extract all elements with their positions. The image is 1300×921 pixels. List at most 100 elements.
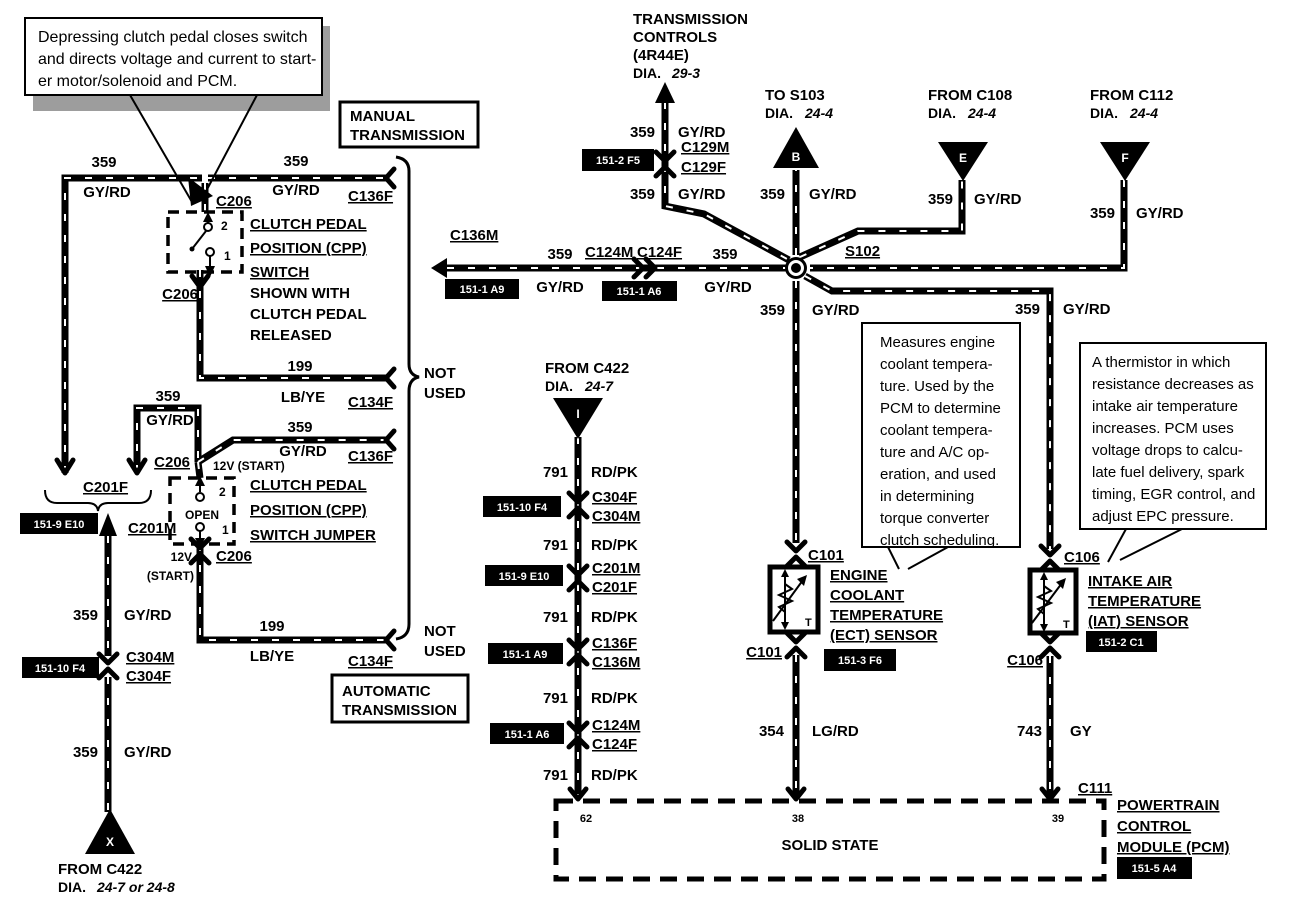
wire-color-label: GY/RD bbox=[272, 182, 320, 199]
iat-name-line: TEMPERATURE bbox=[1088, 593, 1201, 610]
triangle-x-icon bbox=[85, 809, 135, 854]
top-middle-labels: TRANSMISSION CONTROLS (4R44E) DIA. 29-3 … bbox=[630, 11, 1184, 222]
triangle-f-icon bbox=[1100, 142, 1150, 181]
wire-color-label: GY/RD bbox=[678, 124, 726, 141]
wire-gauge-label: 199 bbox=[259, 618, 284, 635]
pcm-pin-39: 39 bbox=[1052, 813, 1064, 825]
offpage-c422b-val: 24-7 or 24-8 bbox=[96, 879, 175, 895]
iat-note-line: voltage drops to calcu- bbox=[1092, 442, 1243, 459]
automatic-box-frame bbox=[330, 673, 470, 724]
connector-label-c101: C101 bbox=[808, 547, 844, 564]
ref-label-151-2-c1: 151-2 C1 bbox=[1098, 637, 1143, 649]
triangle-f-letter: F bbox=[1121, 151, 1128, 165]
wire-gauge-label: 743 bbox=[1017, 723, 1042, 740]
offpage-c112-title: FROM C112 bbox=[1090, 87, 1173, 104]
connector-label-c201f: C201F bbox=[592, 579, 637, 596]
ref-box bbox=[824, 649, 896, 671]
not-used-bracket: NOT USED NOT USED bbox=[395, 155, 466, 660]
connector-label-c106: C106 bbox=[1064, 549, 1100, 566]
ect-thermistor-arrow-down-icon bbox=[781, 622, 789, 630]
connector-label-c304m: C304M bbox=[126, 649, 174, 666]
wire-color-label: GY/RD bbox=[812, 302, 860, 319]
ref-label-151-1-a6: 151-1 A6 bbox=[505, 729, 550, 741]
pcm-name-line: POWERTRAIN bbox=[1117, 797, 1220, 814]
wire-gauge-label: 359 bbox=[760, 302, 785, 319]
ref-box bbox=[602, 281, 677, 301]
connector-label-c101: C101 bbox=[746, 644, 782, 661]
trans-controls-line: TRANSMISSION bbox=[633, 11, 748, 28]
ect-note-box bbox=[861, 322, 1021, 548]
not-used-label: NOT bbox=[424, 365, 456, 382]
connector-label-c129f: C129F bbox=[681, 159, 726, 176]
ect-note-line: torque converter bbox=[880, 510, 989, 527]
wire-gauge-label: 354 bbox=[759, 723, 785, 740]
wire-gauge-label: 199 bbox=[287, 358, 312, 375]
wire-gauge-label: 359 bbox=[91, 154, 116, 171]
cpp-switch-pin2-terminal bbox=[203, 222, 213, 232]
connector-label-c111: C111 bbox=[1078, 780, 1112, 797]
automatic-transmission-box: AUTOMATIC TRANSMISSION bbox=[330, 673, 470, 724]
ref-box bbox=[582, 149, 654, 171]
cpp-note-callout: Depressing clutch pedal closes switch an… bbox=[24, 17, 330, 206]
connector-label-c124m: C124M bbox=[592, 717, 640, 734]
ect-note-line: eration, and used bbox=[880, 466, 996, 483]
wire-color-label: RD/PK bbox=[591, 767, 638, 784]
triangle-b-letter: B bbox=[792, 150, 801, 164]
wire-color-label: RD/PK bbox=[591, 537, 638, 554]
iat-name-line: INTAKE AIR bbox=[1088, 573, 1172, 590]
ect-note-line: ture. Used by the bbox=[880, 378, 994, 395]
wire-color-label: GY/RD bbox=[83, 184, 131, 201]
iat-note-tail bbox=[1119, 528, 1183, 561]
connector-label-c201m: C201M bbox=[592, 560, 640, 577]
wire-color-label: GY/RD bbox=[146, 412, 194, 429]
cpp-switch-blade bbox=[191, 230, 207, 250]
ref-label-151-5-a4: 151-5 A4 bbox=[1132, 863, 1178, 875]
triangle-b-icon bbox=[773, 127, 819, 168]
ect-thermistor-zigzag-icon bbox=[776, 583, 795, 613]
connector-label-c124m: C124M bbox=[585, 244, 633, 261]
voltage-label-12v: 12V bbox=[171, 550, 192, 564]
triangle-i-icon bbox=[553, 398, 603, 439]
ref-label-151-10-f4: 151-10 F4 bbox=[35, 663, 86, 675]
ect-thermistor-diagonal-arrow-icon bbox=[797, 575, 807, 586]
iat-thermistor-diagonal-arrow-icon bbox=[1056, 578, 1066, 589]
ref-box bbox=[485, 565, 563, 586]
wire-color-label: GY/RD bbox=[704, 279, 752, 296]
iat-thermistor-arrow-down-icon bbox=[1040, 624, 1048, 632]
ect-thermistor-diagonal bbox=[772, 579, 804, 622]
offpage-c108-title: FROM C108 bbox=[928, 87, 1012, 104]
ect-name-line: COOLANT bbox=[830, 587, 904, 604]
iat-thermistor-zigzag-icon bbox=[1035, 585, 1054, 615]
cpp-note-arrow-icon bbox=[188, 177, 213, 206]
wire-color-label: GY/RD bbox=[279, 443, 327, 460]
wire-gauge-label: 359 bbox=[630, 186, 655, 203]
wire-gauge-label: 791 bbox=[543, 464, 568, 481]
trans-controls-arrow-icon bbox=[655, 82, 675, 103]
iat-note-line: late fuel delivery, spark bbox=[1092, 464, 1245, 481]
c124-pair-icon bbox=[631, 256, 658, 280]
ect-thermistor-arrow-up-icon bbox=[781, 569, 789, 577]
ect-name-line: TEMPERATURE bbox=[830, 607, 943, 624]
wire-gauge-label: 359 bbox=[73, 607, 98, 624]
offpage-s103-dia: DIA. bbox=[765, 105, 793, 121]
manual-transmission-box: MANUAL TRANSMISSION bbox=[338, 100, 480, 149]
wire-gauge-label: 359 bbox=[1090, 205, 1115, 222]
ref-box bbox=[1117, 857, 1192, 879]
automatic-label-line: TRANSMISSION bbox=[342, 702, 457, 719]
ect-note-line: clutch scheduling. bbox=[880, 532, 999, 549]
ref-label-151-1-a9: 151-1 A9 bbox=[460, 284, 505, 296]
offpage-s103-title: TO S103 bbox=[765, 87, 825, 104]
cpp-note-line: and directs voltage and current to start… bbox=[38, 51, 316, 68]
ect-thermistor-t: T bbox=[805, 617, 812, 629]
pcm-box bbox=[553, 798, 1107, 882]
wire-gauge-label: 359 bbox=[760, 186, 785, 203]
ect-note-callout: Measures engine coolant tempera- ture. U… bbox=[861, 322, 1021, 570]
wire-gauge-label: 359 bbox=[547, 246, 572, 263]
wire-gauge-label: 359 bbox=[283, 153, 308, 170]
cpp-note-tail-left bbox=[129, 94, 193, 203]
ect-note-line: ture and A/C op- bbox=[880, 444, 989, 461]
not-used-label: USED bbox=[424, 385, 466, 402]
ref-box bbox=[22, 657, 99, 678]
trans-controls-dia: DIA. bbox=[633, 65, 661, 81]
iat-note-callout: A thermistor in which resistance decreas… bbox=[1079, 342, 1267, 563]
